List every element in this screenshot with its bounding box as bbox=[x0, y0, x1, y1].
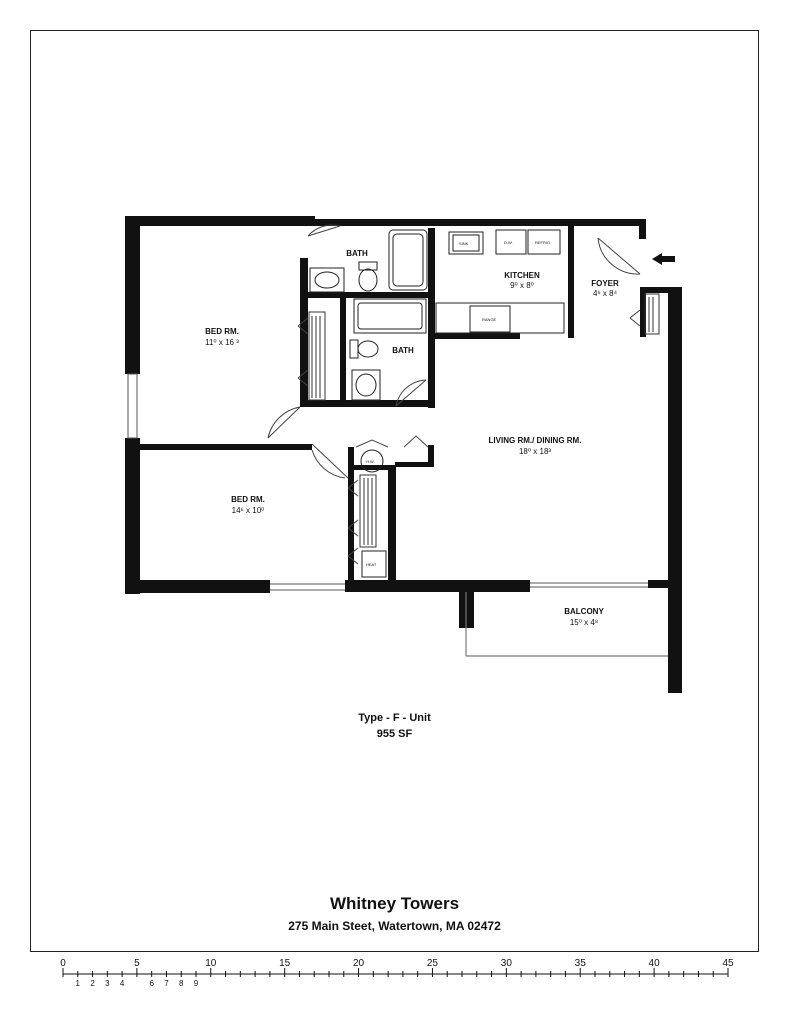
bed-2-dims: 14⁶ x 10⁰ bbox=[232, 506, 265, 515]
water-heater-label: H.W. bbox=[366, 459, 375, 464]
scale-minor-label: 1 bbox=[76, 979, 81, 988]
unit-type: Type - F - Unit bbox=[358, 712, 431, 724]
door-swings bbox=[267, 224, 641, 565]
closet-shelves bbox=[308, 293, 660, 548]
page-frame bbox=[30, 30, 759, 952]
bath-2-name: BATH bbox=[392, 346, 414, 355]
scale-major-label: 10 bbox=[205, 958, 217, 969]
interior-walls bbox=[140, 226, 646, 583]
scale-minor-label: 7 bbox=[164, 979, 169, 988]
bed-1-name: BED RM. bbox=[205, 327, 239, 336]
scale-major-label: 15 bbox=[279, 958, 291, 969]
scale-minor-label: 6 bbox=[149, 979, 154, 988]
scale-major-label: 30 bbox=[501, 958, 513, 969]
exterior-walls bbox=[125, 216, 682, 693]
scale-major-label: 25 bbox=[427, 958, 439, 969]
bath-1-name: BATH bbox=[346, 249, 368, 258]
dishwasher-label: D.W. bbox=[504, 240, 513, 245]
scale-major-label: 45 bbox=[722, 958, 734, 969]
building-address: 275 Main Steet, Watertown, MA 02472 bbox=[288, 919, 501, 933]
scale-minor-label: 3 bbox=[105, 979, 110, 988]
heat-label: HEAT bbox=[366, 562, 377, 567]
bed-2-name: BED RM. bbox=[231, 495, 265, 504]
building-name: Whitney Towers bbox=[329, 894, 460, 913]
balcony-dims: 15⁰ x 4⁸ bbox=[570, 618, 598, 627]
range-label: RANGE bbox=[482, 317, 497, 322]
foyer-dims: 4⁶ x 8⁴ bbox=[593, 289, 618, 298]
sink-label: SINK bbox=[459, 241, 469, 246]
fixtures bbox=[309, 229, 565, 578]
living-dims: 18⁰ x 18³ bbox=[519, 447, 551, 456]
scale-minor-label: 4 bbox=[120, 979, 125, 988]
scale-minor-label: 9 bbox=[194, 979, 199, 988]
unit-area: 955 SF bbox=[376, 728, 413, 740]
living-name: LIVING RM./ DINING RM. bbox=[489, 436, 582, 445]
entry-arrow-icon bbox=[652, 253, 675, 265]
bed-1-dims: 11⁰ x 16 ³ bbox=[205, 338, 239, 347]
windows bbox=[127, 373, 648, 591]
kitchen-name: KITCHEN bbox=[504, 271, 540, 280]
kitchen-dims: 9⁰ x 8⁰ bbox=[510, 281, 534, 290]
balcony-name: BALCONY bbox=[564, 607, 604, 616]
balcony-outline bbox=[465, 592, 668, 657]
scale-major-label: 35 bbox=[575, 958, 587, 969]
scale-major-label: 0 bbox=[60, 958, 66, 969]
scale-major-label: 40 bbox=[649, 958, 661, 969]
scale-major-label: 5 bbox=[134, 958, 140, 969]
scale-minor-label: 2 bbox=[90, 979, 95, 988]
foyer-name: FOYER bbox=[591, 279, 619, 288]
refrigerator-label: REFRIG. bbox=[535, 240, 551, 245]
scale-minor-label: 8 bbox=[179, 979, 184, 988]
scale-major-label: 20 bbox=[353, 958, 365, 969]
